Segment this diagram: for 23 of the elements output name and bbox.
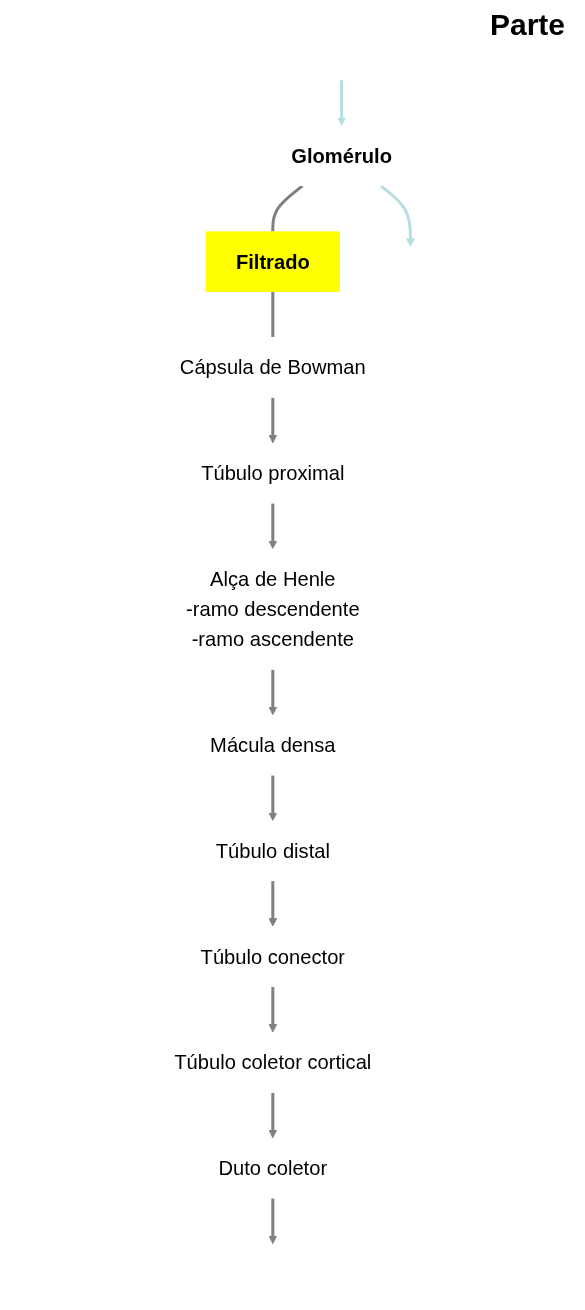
node-text: Túbulo coletor cortical [174,1051,372,1074]
arrow [337,80,347,126]
node-text: Cápsula de Bowman [179,356,366,379]
arrow [268,1092,278,1139]
node-box: Filtrado [205,231,341,292]
node-text: Túbulo proximal [201,462,345,485]
node-text: Túbulo distal [215,839,331,862]
node-text: Túbulo conector [200,945,346,968]
arrow [268,881,278,927]
title: Parte [488,7,566,42]
node-text: Alça de Henle -ramo descendente -ramo ascendente [186,567,360,651]
connector-line [271,291,275,338]
node-text: Mácula densa [210,734,336,757]
arrow [268,397,278,444]
node-text: Duto coletor [218,1157,328,1180]
arrow [268,669,278,716]
node-text: Glomérulo [291,144,393,167]
arrow [380,184,416,247]
arrow [268,1198,278,1245]
connector-line [271,184,304,232]
arrow [268,503,278,550]
arrow [268,775,278,822]
arrow [268,986,278,1033]
